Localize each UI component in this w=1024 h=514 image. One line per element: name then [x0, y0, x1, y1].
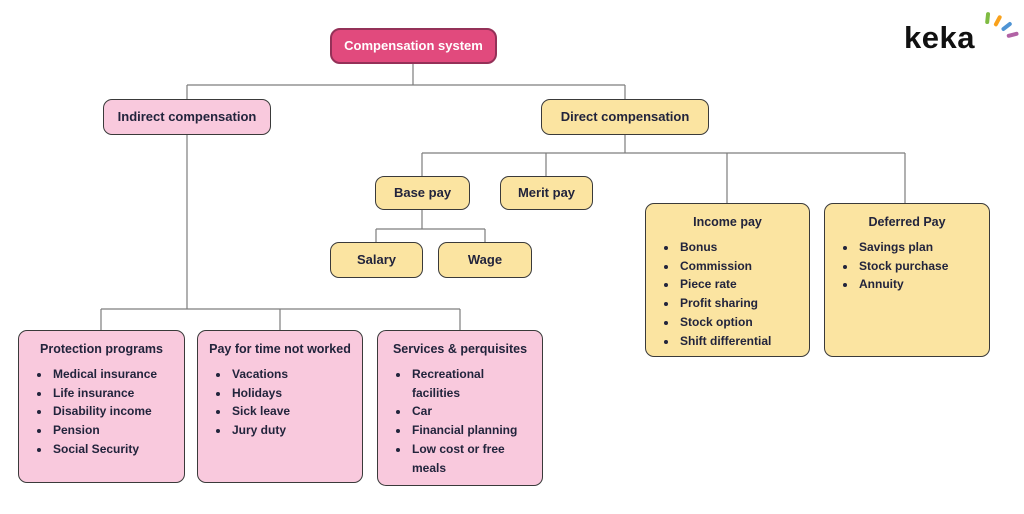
- node-base-pay-label: Base pay: [393, 185, 452, 201]
- services-perquisites-list: Recreational facilities Car Financial pl…: [383, 365, 537, 477]
- list-item: Disability income: [51, 402, 175, 421]
- list-item: Sick leave: [230, 402, 353, 421]
- node-indirect-compensation: Indirect compensation: [103, 99, 271, 135]
- node-pay-for-time-not-worked-title: Pay for time not worked: [209, 342, 351, 356]
- node-wage: Wage: [438, 242, 532, 278]
- node-indirect-compensation-label: Indirect compensation: [117, 109, 257, 125]
- keka-logo: keka: [904, 11, 1019, 60]
- node-merit-pay: Merit pay: [500, 176, 593, 210]
- list-item: Profit sharing: [678, 294, 800, 313]
- list-item: Financial planning: [410, 421, 533, 440]
- node-compensation-system: Compensation system: [330, 28, 497, 64]
- node-income-pay-title: Income pay: [693, 215, 762, 229]
- node-protection-programs-title: Protection programs: [40, 342, 163, 356]
- node-pay-for-time-not-worked: Pay for time not worked Vacations Holida…: [197, 330, 363, 483]
- node-base-pay: Base pay: [375, 176, 470, 210]
- list-item: Savings plan: [857, 238, 980, 257]
- list-item: Piece rate: [678, 275, 800, 294]
- node-salary-label: Salary: [356, 252, 397, 268]
- node-merit-pay-label: Merit pay: [517, 185, 576, 201]
- node-services-perquisites: Services & perquisites Recreational faci…: [377, 330, 543, 486]
- node-deferred-pay-title: Deferred Pay: [868, 215, 946, 229]
- list-item: Low cost or free meals: [410, 440, 533, 477]
- pay-for-time-not-worked-list: Vacations Holidays Sick leave Jury duty: [203, 365, 357, 440]
- list-item: Commission: [678, 257, 800, 276]
- logo-ray-purple-icon: [1006, 31, 1019, 38]
- list-item: Vacations: [230, 365, 353, 384]
- income-pay-list: Bonus Commission Piece rate Profit shari…: [651, 238, 804, 350]
- logo-ray-green-icon: [985, 11, 990, 25]
- list-item: Medical insurance: [51, 365, 175, 384]
- node-salary: Salary: [330, 242, 423, 278]
- logo-ray-blue-icon: [1000, 21, 1013, 32]
- node-deferred-pay: Deferred Pay Savings plan Stock purchase…: [824, 203, 990, 357]
- node-direct-compensation-label: Direct compensation: [560, 109, 690, 125]
- list-item: Stock option: [678, 313, 800, 332]
- list-item: Social Security: [51, 440, 175, 459]
- keka-logo-wordmark: keka: [904, 20, 975, 55]
- node-direct-compensation: Direct compensation: [541, 99, 709, 135]
- list-item: Stock purchase: [857, 257, 980, 276]
- list-item: Car: [410, 402, 533, 421]
- list-item: Jury duty: [230, 421, 353, 440]
- logo-ray-orange-icon: [993, 14, 1002, 27]
- node-services-perquisites-title: Services & perquisites: [392, 342, 528, 356]
- list-item: Life insurance: [51, 384, 175, 403]
- node-income-pay: Income pay Bonus Commission Piece rate P…: [645, 203, 810, 357]
- deferred-pay-list: Savings plan Stock purchase Annuity: [830, 238, 984, 294]
- list-item: Holidays: [230, 384, 353, 403]
- list-item: Pension: [51, 421, 175, 440]
- node-compensation-system-label: Compensation system: [344, 38, 483, 54]
- list-item: Recreational facilities: [410, 365, 533, 402]
- node-protection-programs: Protection programs Medical insurance Li…: [18, 330, 185, 483]
- list-item: Bonus: [678, 238, 800, 257]
- protection-programs-list: Medical insurance Life insurance Disabil…: [24, 365, 179, 459]
- list-item: Shift differential: [678, 332, 800, 351]
- node-wage-label: Wage: [467, 252, 503, 268]
- list-item: Annuity: [857, 275, 980, 294]
